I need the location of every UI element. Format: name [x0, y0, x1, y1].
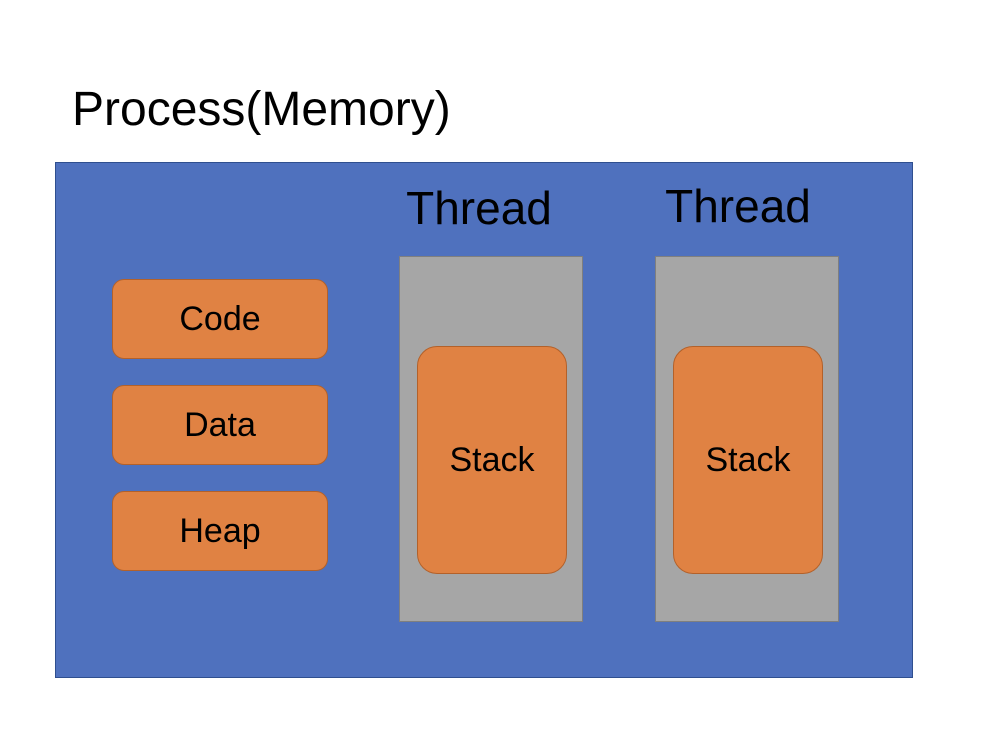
code-segment: Code: [112, 279, 328, 359]
thread-1-stack: Stack: [417, 346, 567, 574]
process-memory-box: Code Data Heap Thread Stack Thread Stack: [55, 162, 913, 678]
thread-2-stack: Stack: [673, 346, 823, 574]
diagram-title: Process(Memory): [72, 83, 451, 136]
thread-1-box: Stack: [399, 256, 583, 622]
thread-2-label: Thread: [665, 180, 811, 232]
data-segment: Data: [112, 385, 328, 465]
thread-2-box: Stack: [655, 256, 839, 622]
heap-segment: Heap: [112, 491, 328, 571]
thread-1-label: Thread: [406, 182, 552, 234]
